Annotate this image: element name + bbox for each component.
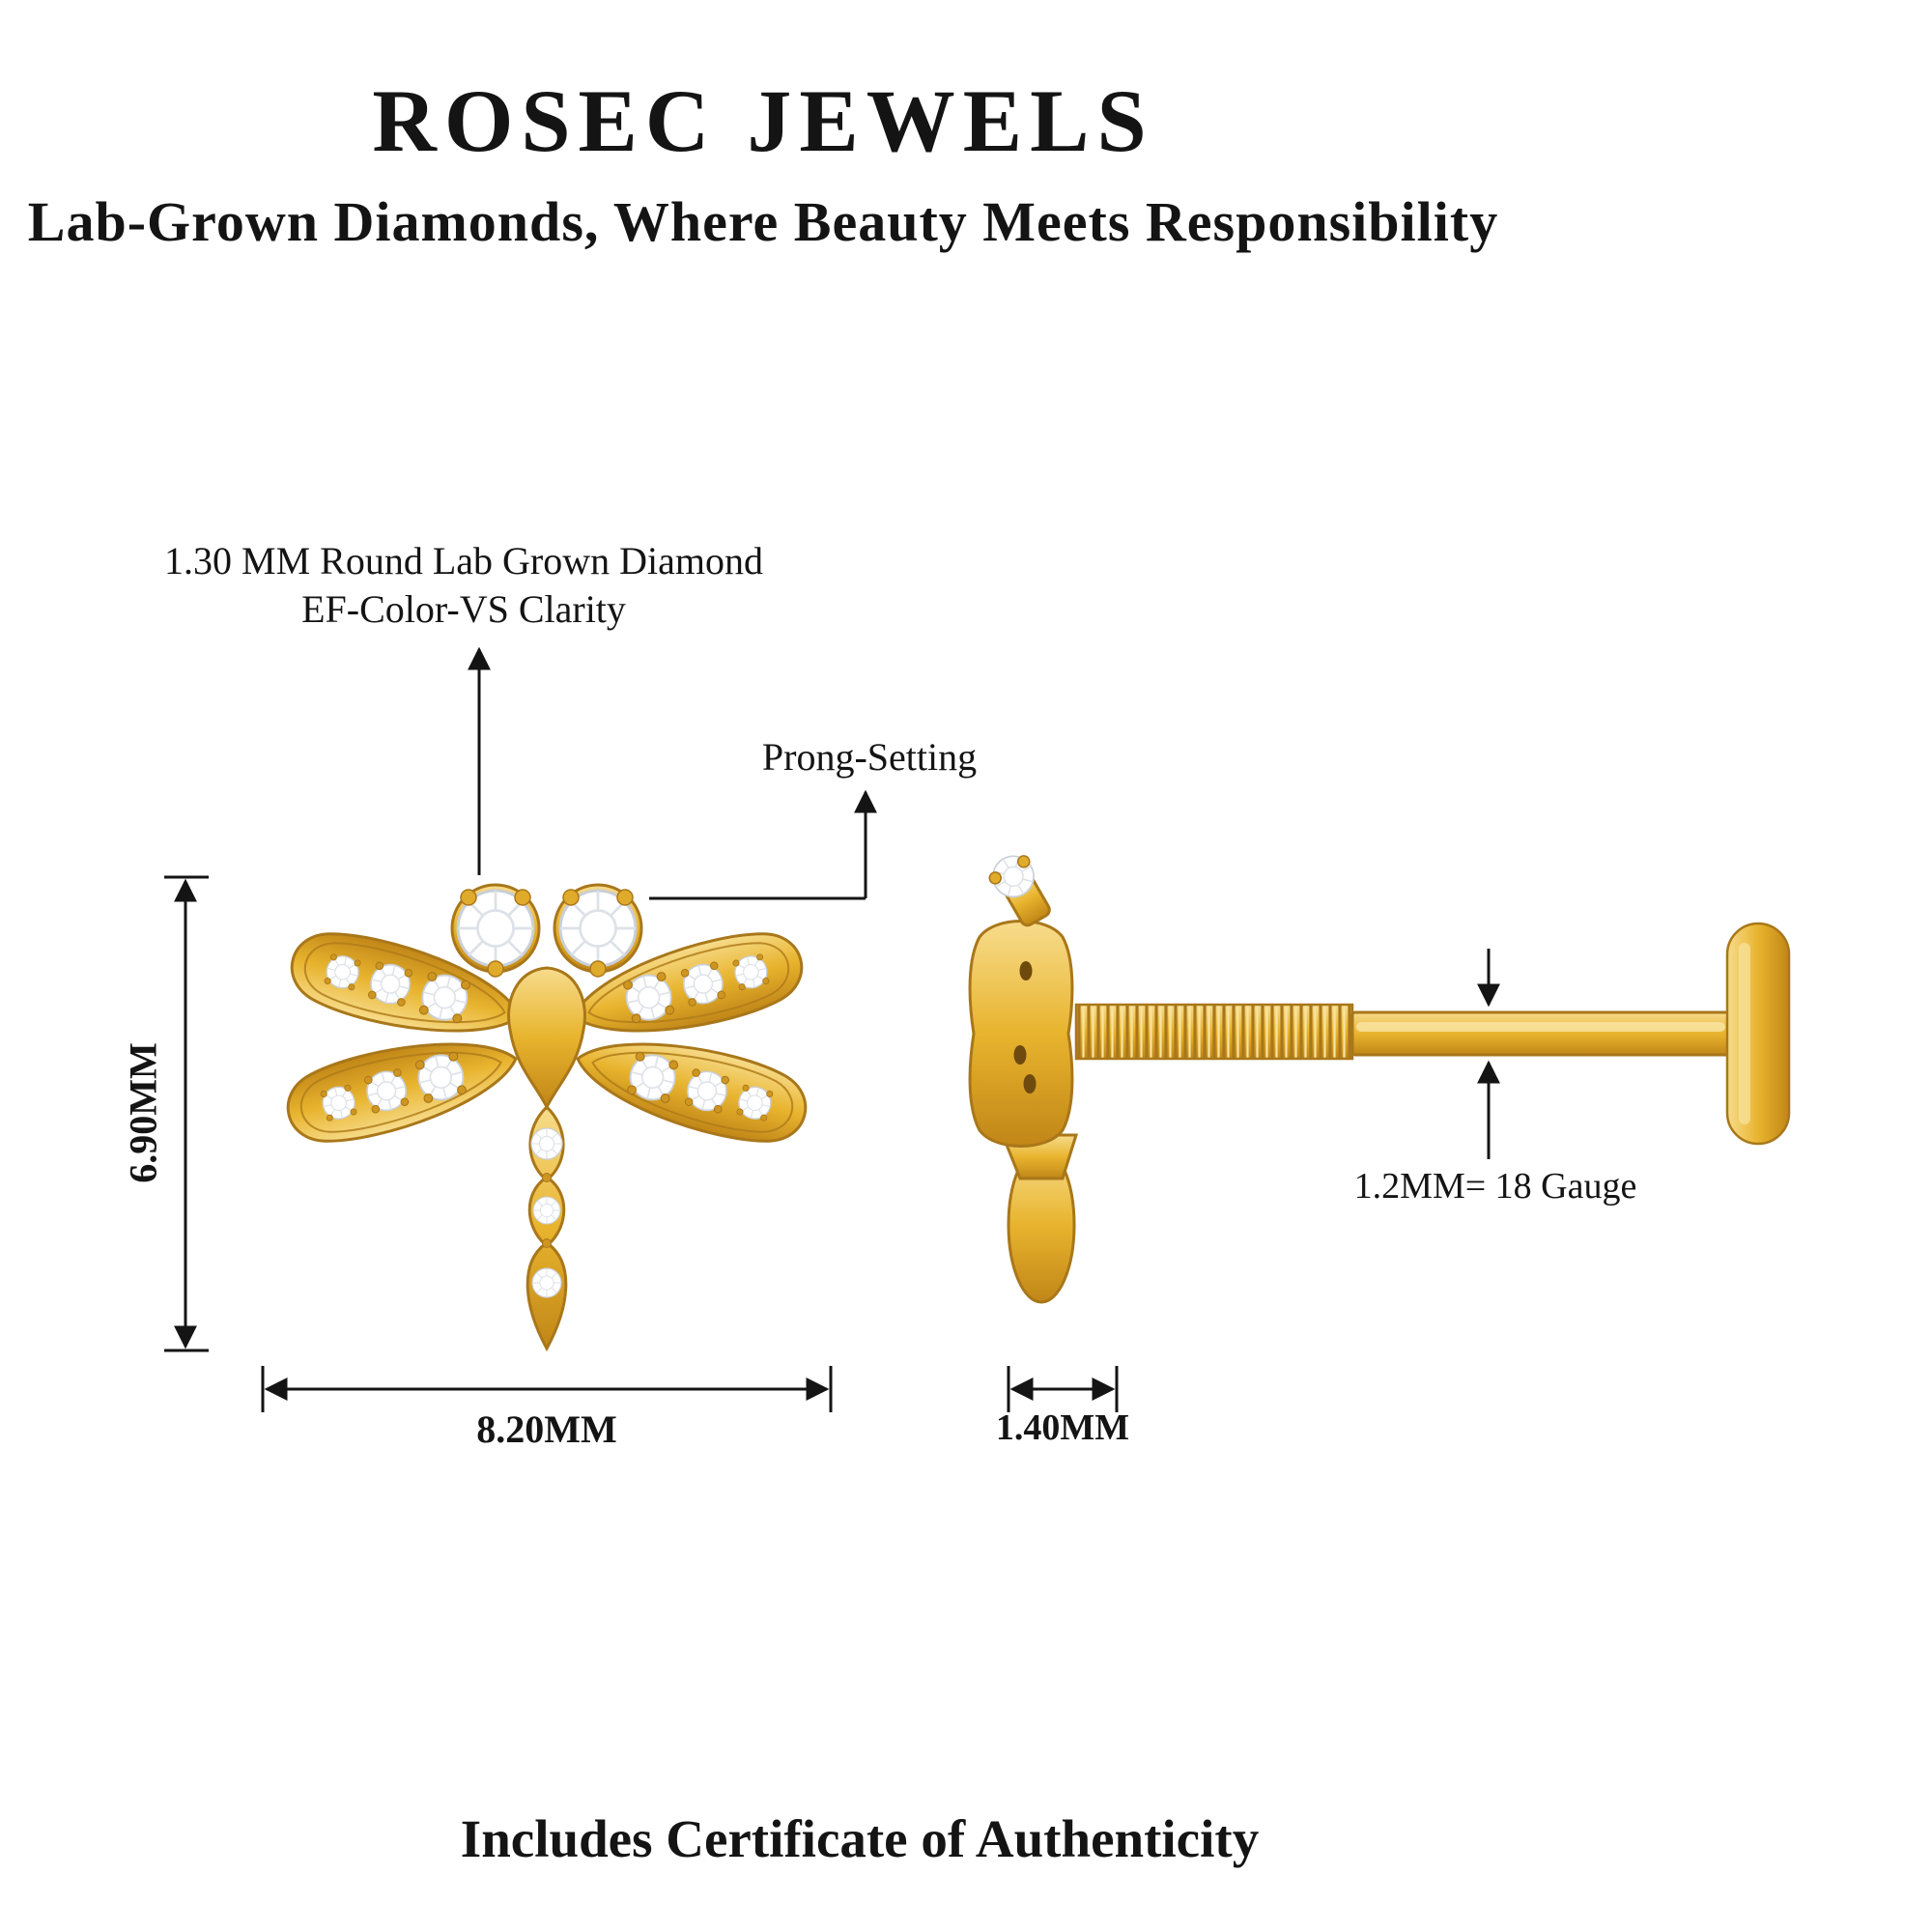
threaded-post — [1074, 1003, 1354, 1061]
dragonfly-front-view-illustration — [286, 883, 808, 1352]
screw-post-side-view-illustration — [968, 847, 1791, 1304]
dragonfly-body — [507, 966, 586, 1111]
top-diamond-right — [553, 883, 643, 978]
brand-title: ROSEC JEWELS — [372, 71, 1154, 170]
callout-and-dimension-lines — [164, 646, 1500, 1412]
wing-lower-left — [286, 1042, 518, 1143]
side-top-diamond — [984, 847, 1051, 927]
wing-lower-right — [576, 1042, 808, 1143]
top-diamond-left — [450, 883, 541, 978]
depth-dimension-label: 1.40MM — [995, 1407, 1130, 1448]
side-wing-cluster — [968, 920, 1074, 1148]
width-dimension-label: 8.20MM — [476, 1407, 617, 1451]
flat-back-disc — [1725, 922, 1791, 1146]
certificate-note: Includes Certificate of Authenticity — [460, 1809, 1260, 1868]
gauge-dimension-label: 1.2MM= 18 Gauge — [1353, 1166, 1637, 1207]
post-bar — [1350, 1010, 1731, 1057]
brand-tagline: Lab-Grown Diamonds, Where Beauty Meets R… — [27, 190, 1499, 253]
diamond-spec-line2: EF-Color-VS Clarity — [301, 587, 626, 631]
wing-upper-right — [572, 932, 804, 1033]
wing-upper-left — [290, 932, 522, 1033]
height-dimension-label: 6.90MM — [121, 1042, 165, 1183]
diamond-spec-line1: 1.30 MM Round Lab Grown Diamond — [164, 539, 763, 582]
prong-setting-callout: Prong-Setting — [761, 735, 978, 779]
diamond-spec-callout: 1.30 MM Round Lab Grown Diamond EF-Color… — [164, 537, 763, 634]
